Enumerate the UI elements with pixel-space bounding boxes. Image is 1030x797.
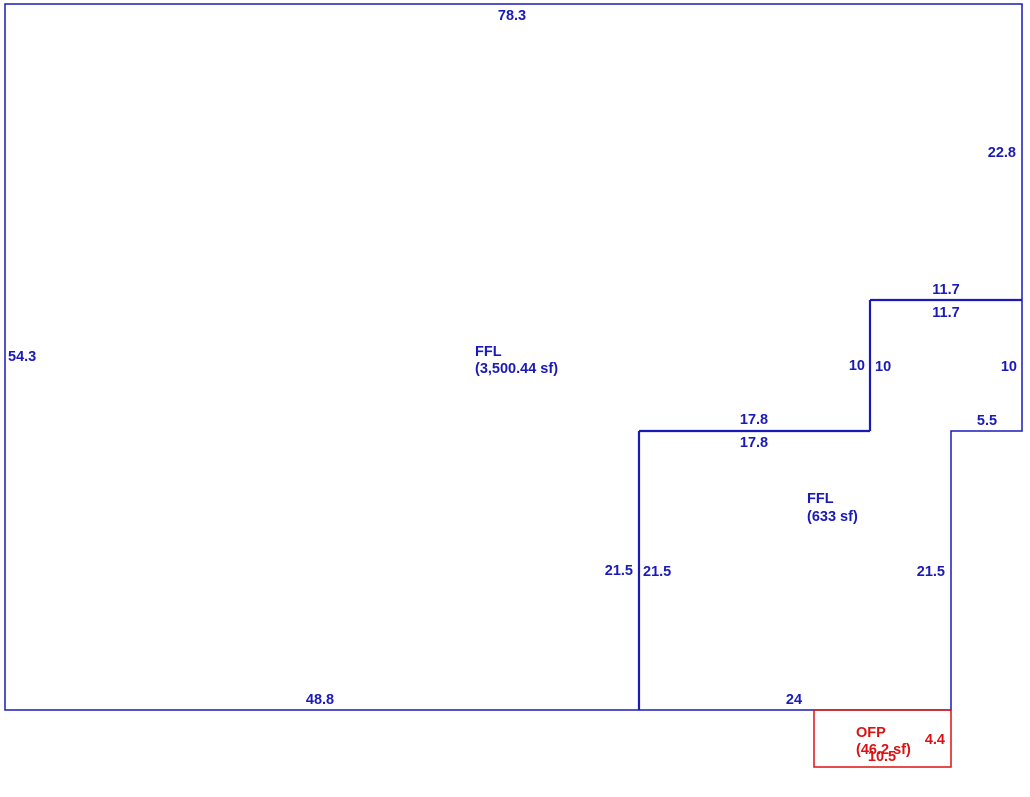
addition-area-name: FFL [807,491,834,507]
dim-step-left-inner: 10 [875,359,891,375]
dim-add-right: 21.5 [917,564,945,580]
dim-top: 78.3 [498,8,526,24]
main-area-name: FFL [475,344,502,360]
main-ffl-outline [4,3,1023,711]
dim-step-top-inner: 11.7 [932,305,959,321]
porch-dim-right: 4.4 [925,732,945,748]
porch-dim-bottom: 10.5 [868,749,896,765]
dim-step-right: 10 [1001,359,1017,375]
ofp-porch-outline [813,709,952,768]
addition-wall [637,429,870,710]
dim-add-top-outer: 17.8 [740,412,768,428]
dim-left: 54.3 [8,349,36,365]
main-area-size: (3,500.44 sf) [475,361,558,377]
porch-area: (46.2 sf) [856,742,911,758]
dim-right-upper: 22.8 [988,145,1016,161]
dim-add-left-inner: 21.5 [643,564,671,580]
dim-add-left-outer: 21.5 [605,563,633,579]
porch-name: OFP [856,725,886,741]
dim-step-top-outer: 11.7 [932,282,959,298]
step-wall [868,298,1022,431]
dim-add-top-inner: 17.8 [740,435,768,451]
addition-area-size: (633 sf) [807,509,858,525]
dim-bottom-main: 48.8 [306,692,334,708]
dim-notch: 5.5 [977,413,997,429]
dim-step-left-outer: 10 [849,358,865,374]
dim-bottom-add: 24 [786,692,802,708]
